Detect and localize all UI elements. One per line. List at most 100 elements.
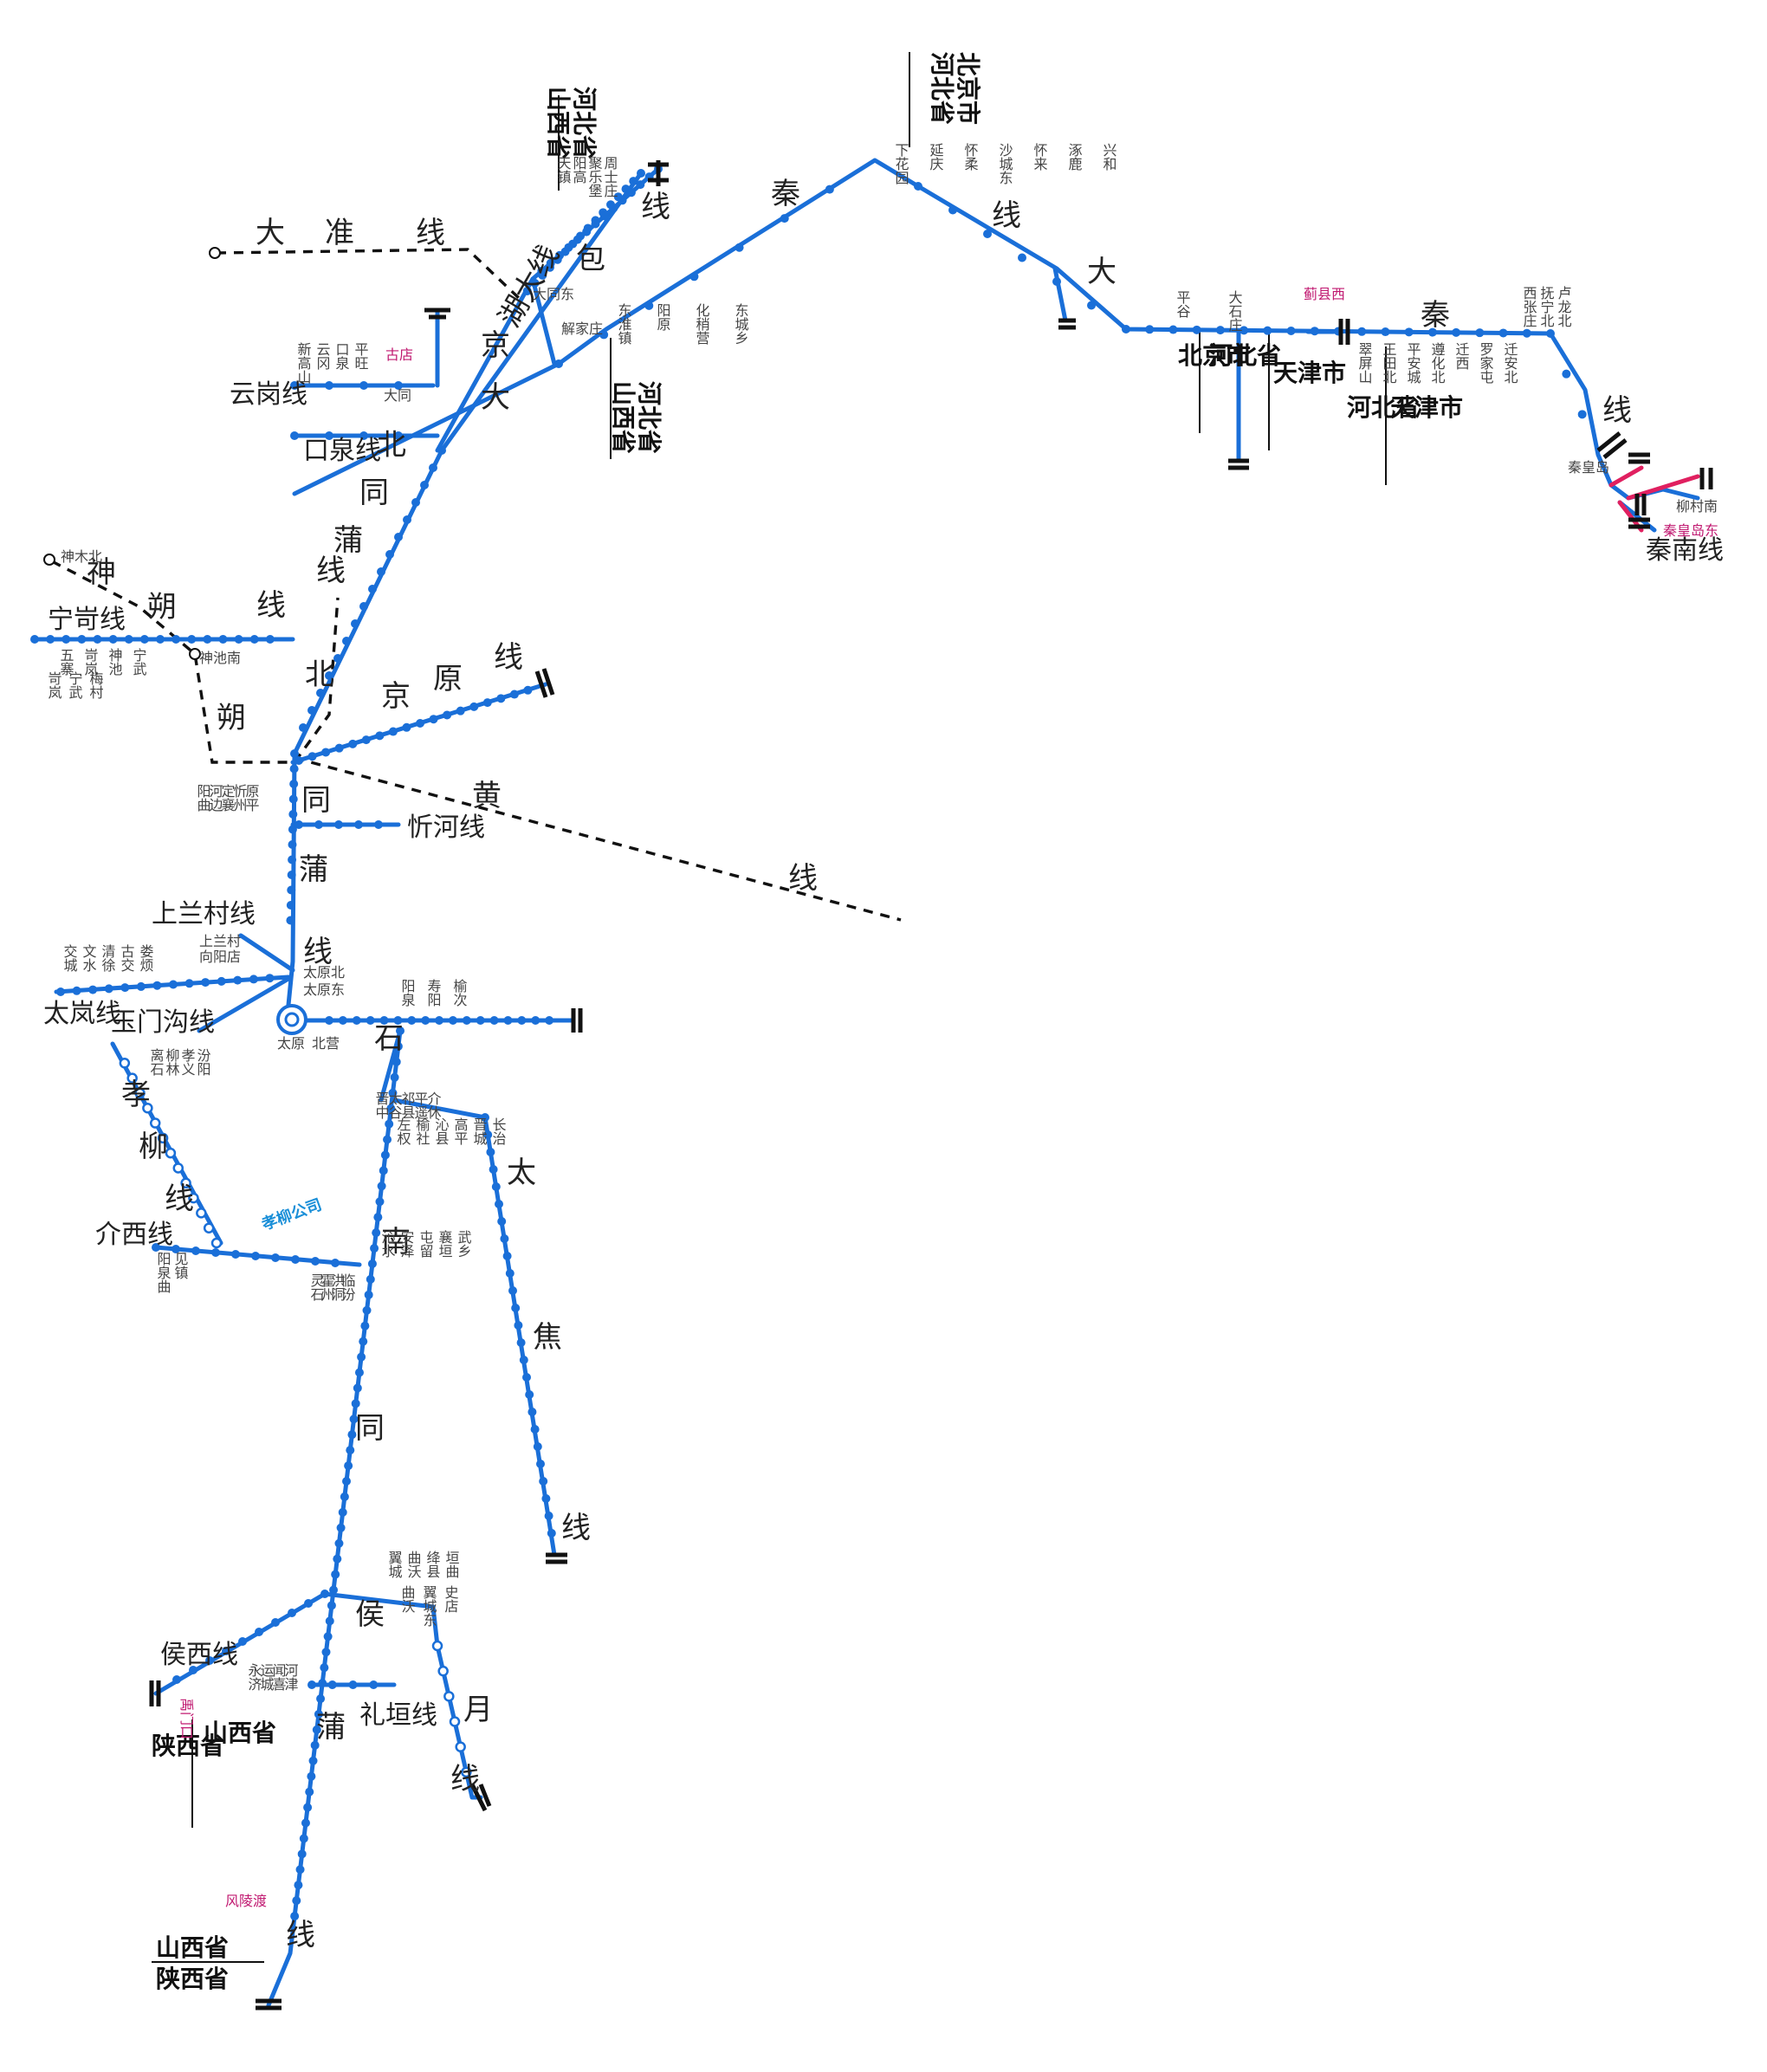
station-name-hanjiaying: 平安城	[1405, 342, 1421, 385]
label-shuo: 朔	[217, 701, 246, 735]
station-name-jiangxian: 绛县	[424, 1551, 441, 1578]
stn-datong-dong: 大同东	[533, 286, 574, 302]
station-name-ningwu: 宁武	[131, 648, 147, 676]
station-dot	[334, 820, 343, 829]
station-dot	[312, 1725, 321, 1734]
station-name-sanhe: 翠屏山	[1356, 342, 1373, 384]
station-dot	[104, 984, 113, 994]
stn-xiaoliu-company: 孝柳公司	[258, 1195, 324, 1234]
station-dot	[385, 1119, 394, 1129]
station-dot	[1475, 328, 1485, 338]
label-tongpu-xian: 线	[303, 935, 333, 969]
station-name-lingshi: 灵石	[308, 1273, 325, 1301]
label-daqin-da2: 大	[1087, 255, 1117, 289]
station-dot	[1145, 325, 1155, 334]
station-dot	[372, 1228, 381, 1238]
station-name-xinghe: 兴和	[1101, 143, 1117, 171]
station-name-fenyang: 汾阳	[195, 1048, 211, 1076]
station-dot	[311, 1257, 320, 1266]
dazhun-line-dashed	[216, 248, 521, 301]
station-name-dashizhuang: 大石庄	[1227, 290, 1243, 332]
station-dot	[191, 1246, 200, 1255]
label-yumengou: 玉门沟线	[111, 1007, 215, 1038]
station-dot	[231, 1250, 240, 1259]
station-dot	[290, 1912, 300, 1921]
stn-jixian-xi: 蓟县西	[1304, 286, 1345, 302]
station-dot	[533, 1442, 542, 1451]
station-dot	[108, 635, 118, 644]
station-dot	[325, 381, 333, 390]
station-name-yangquan: 阳泉	[399, 979, 416, 1007]
label-jingbao-jing: 京	[481, 328, 510, 363]
station-dot	[618, 196, 627, 205]
label-tongpu-bei: 北	[305, 657, 334, 692]
prov-hebei-shanxi: 河北省	[570, 87, 599, 159]
station-name-jiexiu: 介休	[425, 1091, 442, 1119]
station-dot	[489, 1165, 498, 1174]
station-dot	[354, 820, 363, 829]
station-dot	[394, 533, 403, 541]
stn-liucun-nan: 柳村南	[1676, 498, 1718, 515]
station-dot	[1404, 327, 1414, 337]
terminus-markers	[149, 160, 1713, 2010]
station-dot	[288, 855, 297, 864]
station-name-xiaoyi: 孝义	[179, 1048, 196, 1076]
stn-datong: 大同	[384, 387, 411, 404]
station-dot	[351, 619, 359, 628]
station-name-qixian: 祁县	[399, 1091, 416, 1119]
station-name-qianxi: 迁西	[1453, 342, 1470, 370]
label-beitongpu-3: 蒲	[333, 523, 363, 558]
station-dot	[390, 1072, 399, 1082]
station-dot	[318, 1679, 327, 1688]
prov-shanxi-hebei: 山西省	[544, 87, 573, 159]
station-name-yicheng: 翼城	[386, 1551, 403, 1579]
station-dot	[342, 1477, 351, 1486]
label-houxi: 侯西线	[160, 1640, 238, 1670]
station-dot	[233, 975, 243, 985]
station-dot	[187, 635, 197, 644]
station-dot-hollow	[180, 1177, 191, 1189]
label-zhun-xian: 线	[416, 216, 445, 250]
stn-fenglingdu: 风陵渡	[225, 1893, 267, 1909]
station-dot	[290, 431, 299, 440]
station-dot	[325, 671, 333, 680]
station-dot	[320, 1590, 329, 1598]
station-dot	[288, 794, 298, 804]
prov-tianjin-2: 天津市	[1390, 393, 1463, 422]
taiyuan-hub-inner	[284, 1012, 300, 1027]
station-dot	[321, 748, 331, 757]
station-dot-hollow	[449, 1716, 461, 1727]
station-dot	[255, 1628, 263, 1636]
station-dot	[1522, 328, 1531, 338]
station-dot	[489, 1016, 499, 1025]
station-dot	[388, 1088, 398, 1098]
station-dot	[392, 1057, 401, 1066]
station-dot	[172, 1675, 181, 1684]
station-dot	[1286, 326, 1296, 335]
station-dot	[307, 1771, 316, 1781]
station-dot	[369, 1680, 379, 1689]
station-dot	[525, 1390, 534, 1399]
station-dot	[377, 567, 385, 576]
station-dot	[582, 227, 592, 236]
station-dot	[299, 723, 307, 732]
station-dot	[377, 1182, 386, 1191]
label-beitongpu-1: 北	[377, 428, 406, 463]
station-dot	[1052, 277, 1061, 286]
station-dot	[340, 1492, 349, 1501]
station-dot	[289, 780, 299, 788]
station-name-julebao: 聚乐堡	[586, 156, 603, 197]
station-dot	[416, 719, 424, 728]
station-dot	[1498, 328, 1508, 338]
station-dot	[189, 1666, 197, 1674]
station-dot	[403, 515, 411, 524]
station-name-luolong: 卢龙北	[1556, 286, 1572, 327]
station-name-yanggaozhan: 阳原	[655, 303, 671, 331]
station-dot	[217, 976, 226, 986]
label-jingbao-xian: 线	[641, 190, 670, 224]
station-dot	[316, 689, 325, 697]
station-dot	[310, 1740, 320, 1750]
station-dot	[314, 820, 323, 829]
station-dot	[331, 1570, 340, 1579]
station-name-shouyang: 寿阳	[425, 979, 442, 1007]
